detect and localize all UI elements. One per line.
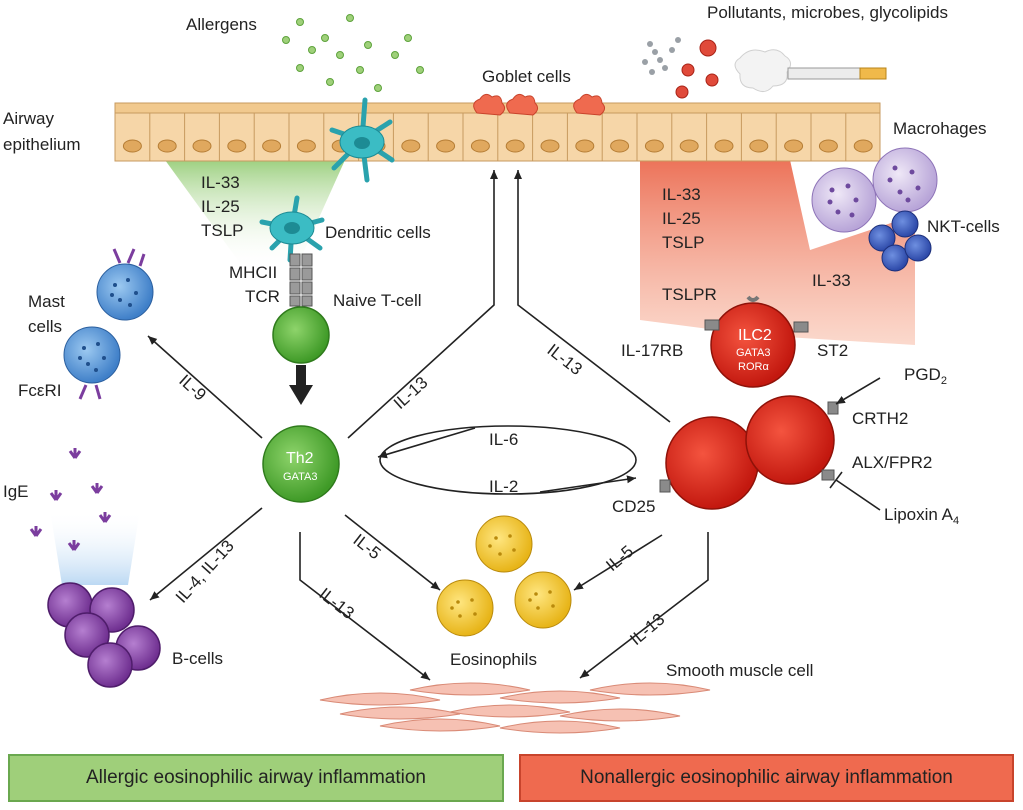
dendritic-cells-label: Dendritic cells <box>325 223 431 242</box>
nonallergic-signal-wedge <box>640 160 915 345</box>
epithelial-cell-nucleus <box>157 139 177 153</box>
nkt-cells-label: NKT-cells <box>927 217 1000 236</box>
mast-label-1: Mast <box>28 292 65 311</box>
airway-epithelium <box>114 102 881 162</box>
macrophages <box>811 147 938 233</box>
il5-right-label: IL-5 <box>602 542 637 575</box>
effector-ilc2-cells <box>659 395 839 510</box>
epithelial-cell-nucleus <box>610 139 630 153</box>
epithelium-label: epithelium <box>3 135 81 154</box>
nkt-cells <box>868 210 932 272</box>
il4-il13-label: IL-4, IL-13 <box>172 536 238 606</box>
epithelial-cell-nucleus <box>853 139 873 153</box>
mhcii-label: MHCII <box>229 263 277 282</box>
epithelial-cell-nucleus <box>227 139 247 153</box>
dendritic-cell-lower <box>259 195 325 263</box>
epithelial-cell-nucleus <box>714 139 734 153</box>
lipoxin-label: Lipoxin A4 <box>884 505 959 527</box>
epithelial-cell-nucleus <box>784 139 804 153</box>
mhcii-tcr-receptor <box>289 253 313 307</box>
b-cells-label: B-cells <box>172 649 223 668</box>
allergic-inflammation-banner: Allergic eosinophilic airway inflammatio… <box>8 754 504 802</box>
b-cells <box>47 582 161 688</box>
pathway-arrows <box>147 170 881 681</box>
il33-mid-label: IL-33 <box>812 271 851 290</box>
naive-t-cell-label: Naive T-cell <box>333 291 422 310</box>
il13-lower-left-label: IL-13 <box>316 584 358 623</box>
th2-cell <box>262 425 340 503</box>
tslpr-label: TSLPR <box>662 285 717 304</box>
il25-right-label: IL-25 <box>662 209 701 228</box>
smooth-muscle-label: Smooth muscle cell <box>666 661 813 680</box>
allergens-label: Allergens <box>186 15 257 34</box>
alx-fpr2-label: ALX/FPR2 <box>852 453 932 472</box>
tslp-left-label: TSLP <box>201 221 244 240</box>
epithelial-cell-nucleus <box>818 139 838 153</box>
ilc2-gata3-label: GATA3 <box>736 347 770 359</box>
ilc2-ror-label: RORα <box>738 361 769 373</box>
ige-label: IgE <box>3 482 29 501</box>
allergen-particles <box>282 14 424 92</box>
naive-t-cell <box>272 306 330 364</box>
epithelial-cell-nucleus <box>192 139 212 153</box>
epithelial-cell-nucleus <box>470 139 490 153</box>
tcr-label: TCR <box>245 287 280 306</box>
pollutant-particles <box>642 37 887 99</box>
goblet-cells <box>473 93 606 116</box>
il25-left-label: IL-25 <box>201 197 240 216</box>
eosinophils-label: Eosinophils <box>450 650 537 669</box>
ige-molecules <box>29 448 112 551</box>
nonallergic-inflammation-banner: Nonallergic eosinophilic airway inflamma… <box>519 754 1014 802</box>
allergic-inflammation-label: Allergic eosinophilic airway inflammatio… <box>85 767 427 788</box>
th2-label: Th2 <box>286 450 314 467</box>
ige-glow-wedge <box>50 510 140 585</box>
epithelial-cell-nucleus <box>296 139 316 153</box>
il9-label: IL-9 <box>175 371 209 405</box>
fceri-label: FcεRI <box>18 381 61 400</box>
il17rb-label: IL-17RB <box>621 341 683 360</box>
ilc2-cell <box>704 295 809 388</box>
mast-cells <box>63 248 154 400</box>
il5-left-label: IL-5 <box>350 530 385 563</box>
tslp-right-label: TSLP <box>662 233 705 252</box>
ilc2-label: ILC2 <box>738 327 772 344</box>
il6-label: IL-6 <box>489 430 518 449</box>
th2-gata3-label: GATA3 <box>283 471 317 483</box>
pgd-label: PGD2 <box>904 365 947 387</box>
il33-right-label: IL-33 <box>662 185 701 204</box>
epithelial-cell-nucleus <box>644 139 664 153</box>
smooth-muscle-cells <box>319 682 711 734</box>
il33-left-label: IL-33 <box>201 173 240 192</box>
macrophages-label: Macrohages <box>893 119 987 138</box>
eosinophils <box>436 515 572 637</box>
mast-label-2: cells <box>28 317 62 336</box>
allergic-signal-wedge <box>165 160 345 270</box>
epithelial-cell-nucleus <box>679 139 699 153</box>
pollutants-label: Pollutants, microbes, glycolipids <box>707 3 948 22</box>
crth2-label: CRTH2 <box>852 409 908 428</box>
dendritic-cell-upper <box>329 97 395 183</box>
il13-right-up-label: IL-13 <box>544 340 586 379</box>
airway-label: Airway <box>3 109 55 128</box>
epithelial-cell-nucleus <box>122 139 142 153</box>
epithelial-cell-nucleus <box>262 139 282 153</box>
epithelial-cell-nucleus <box>401 139 421 153</box>
st2-label: ST2 <box>817 341 848 360</box>
nonallergic-inflammation-label: Nonallergic eosinophilic airway inflamma… <box>580 767 953 788</box>
il13-left-up-label: IL-13 <box>390 373 432 413</box>
epithelial-cell-nucleus <box>749 139 769 153</box>
cd25-label: CD25 <box>612 497 655 516</box>
asthma-pathway-diagram: Allergens Pollutants, microbes, glycolip… <box>3 3 1000 734</box>
epithelial-cell-nucleus <box>505 139 525 153</box>
epithelial-cell-nucleus <box>540 139 560 153</box>
epithelial-cell-nucleus <box>575 139 595 153</box>
epithelial-cell-nucleus <box>436 139 456 153</box>
goblet-cells-label: Goblet cells <box>482 67 571 86</box>
il2-label: IL-2 <box>489 477 518 496</box>
